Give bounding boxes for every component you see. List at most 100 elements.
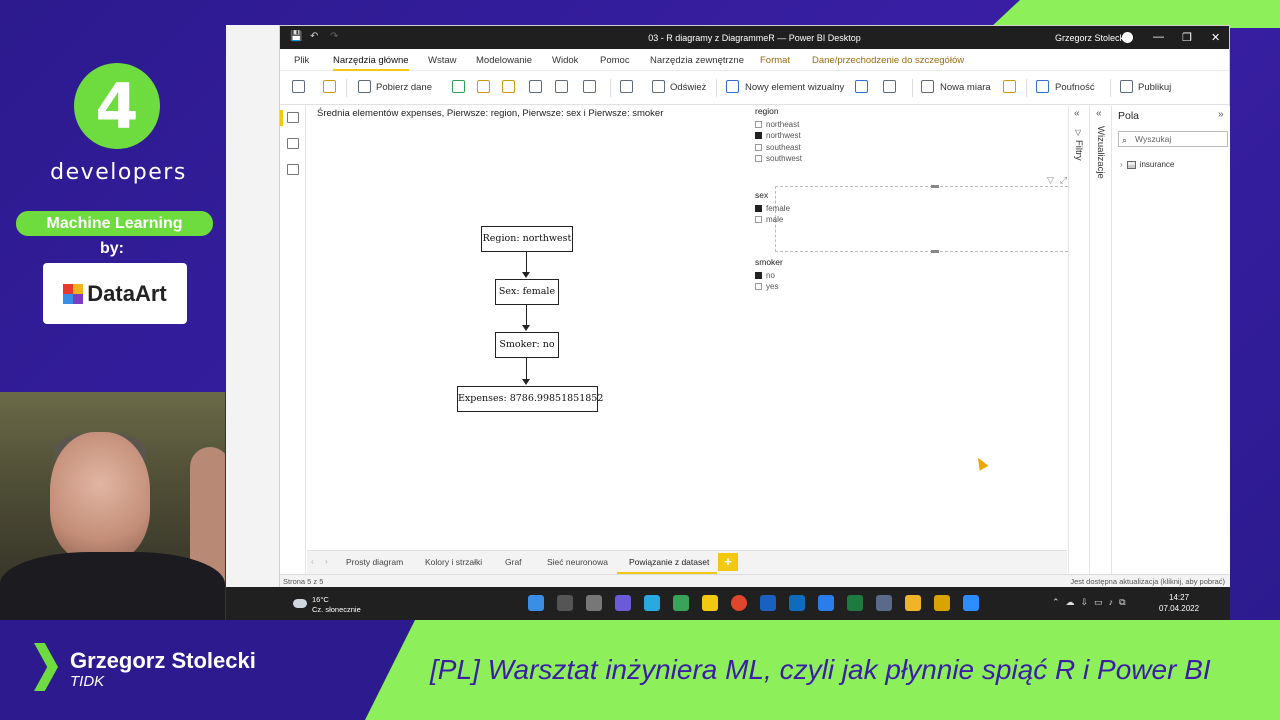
search-icon[interactable] [557, 595, 573, 611]
paste-icon[interactable] [292, 80, 305, 93]
tab-simple-diagram[interactable]: Prosty diagram [346, 557, 404, 567]
sensitivity-icon[interactable] [1036, 80, 1049, 93]
menu-file[interactable]: Plik [294, 55, 310, 66]
dataverse-icon[interactable] [555, 80, 568, 93]
quick-measure-icon[interactable] [1003, 80, 1016, 93]
slicer-option[interactable]: northeast [755, 119, 802, 130]
next-page-icon[interactable]: › [325, 557, 328, 566]
app-icon[interactable] [673, 595, 689, 611]
checkbox[interactable] [755, 143, 762, 151]
excel-icon[interactable] [452, 80, 465, 93]
user-name[interactable]: Grzegorz Stolecki [1055, 33, 1127, 43]
menu-home[interactable]: Narzędzia główne [333, 55, 409, 71]
enter-data-icon[interactable] [529, 80, 542, 93]
data-view-icon[interactable] [287, 138, 299, 149]
redo-icon[interactable]: ↷ [330, 31, 339, 42]
slicer-option[interactable]: yes [755, 281, 783, 292]
menu-modeling[interactable]: Modelowanie [476, 55, 532, 66]
new-measure-button[interactable]: Nowa miara [940, 82, 991, 93]
mail-icon[interactable] [789, 595, 805, 611]
zoom-icon[interactable] [963, 595, 979, 611]
search-input[interactable]: ⌕ Wyszukaj [1118, 131, 1228, 147]
report-canvas[interactable]: Średnia elementów expenses, Pierwsze: re… [307, 106, 1093, 554]
sql-icon[interactable] [502, 80, 515, 93]
slicer-option[interactable]: male [755, 214, 790, 225]
dataset-icon[interactable] [477, 80, 490, 93]
publish-button[interactable]: Publikuj [1138, 82, 1172, 93]
format-painter-icon[interactable] [323, 80, 336, 93]
settings-icon[interactable] [876, 595, 892, 611]
new-measure-icon[interactable] [921, 80, 934, 93]
todo-icon[interactable] [818, 595, 834, 611]
more-visuals-icon[interactable] [883, 80, 896, 93]
save-icon[interactable]: 💾 [290, 31, 303, 42]
chrome-icon[interactable] [731, 595, 747, 611]
slicer-option[interactable]: southeast [755, 142, 802, 153]
undo-icon[interactable]: ↶ [310, 31, 319, 42]
checkbox[interactable] [755, 132, 762, 140]
minimize-button[interactable]: — [1153, 31, 1164, 43]
slicer-option[interactable]: female [755, 203, 790, 214]
slicer-option[interactable]: no [755, 270, 783, 281]
chevron-right-icon[interactable]: › [1120, 160, 1123, 169]
text-box-icon[interactable] [855, 80, 868, 93]
menu-view[interactable]: Widok [552, 55, 579, 66]
menu-data-drill[interactable]: Dane/przechodzenie do szczegółów [812, 55, 965, 66]
prev-page-icon[interactable]: ‹ [311, 557, 314, 566]
collapse-icon[interactable]: « [1096, 108, 1102, 119]
resize-handle[interactable] [931, 250, 939, 253]
menu-format[interactable]: Format [760, 55, 791, 66]
clock[interactable]: 14:27 07.04.2022 [1159, 592, 1199, 614]
menu-external-tools[interactable]: Narzędzia zewnętrzne [650, 55, 744, 66]
weather-widget[interactable]: 16°C Cz. słonecznie [312, 595, 361, 615]
menu-insert[interactable]: Wstaw [428, 55, 457, 66]
tab-colors-arrows[interactable]: Kolory i strzałki [425, 557, 483, 567]
get-data-icon[interactable] [358, 80, 371, 93]
visualizations-label[interactable]: Wizualizacje [1095, 126, 1106, 179]
onenote-icon[interactable] [760, 595, 776, 611]
update-notice[interactable]: Jest dostępna aktualizacja (kliknij, aby… [1070, 577, 1225, 586]
teams-icon[interactable] [615, 595, 631, 611]
tab-neural-network[interactable]: Sieć neuronowa [547, 557, 608, 567]
checkbox[interactable] [755, 205, 762, 213]
system-tray-icons[interactable]: ⌃☁⇩▭♪⧉ [1052, 597, 1132, 607]
checkbox[interactable] [755, 121, 762, 129]
visual-header-icons[interactable]: ▽⤢⋯ [1047, 175, 1088, 186]
checkbox[interactable] [755, 283, 762, 291]
powerbi-icon[interactable] [702, 595, 718, 611]
model-view-icon[interactable] [287, 164, 299, 175]
maximize-button[interactable]: ❐ [1182, 32, 1192, 44]
slicer-option[interactable]: southwest [755, 153, 802, 164]
start-icon[interactable] [528, 595, 544, 611]
checkbox[interactable] [755, 155, 762, 163]
explorer-icon[interactable] [905, 595, 921, 611]
excel-icon[interactable] [847, 595, 863, 611]
tab-dataset-link[interactable]: Powiązanie z dataset [629, 557, 710, 567]
task-view-icon[interactable] [586, 595, 602, 611]
new-visual-button[interactable]: Nowy element wizualny [745, 82, 845, 93]
report-view-icon[interactable] [287, 112, 299, 123]
menu-help[interactable]: Pomoc [600, 55, 630, 66]
recent-sources-icon[interactable] [583, 80, 596, 93]
expand-icon[interactable]: » [1218, 109, 1224, 120]
powerbi-icon[interactable] [934, 595, 950, 611]
transform-data-icon[interactable] [620, 80, 633, 93]
get-data-button[interactable]: Pobierz dane [376, 82, 432, 93]
checkbox[interactable] [755, 272, 762, 280]
visualizations-pane[interactable]: « Wizualizacje [1089, 106, 1111, 574]
tab-graph[interactable]: Graf [505, 557, 522, 567]
refresh-icon[interactable] [652, 80, 665, 93]
close-button[interactable]: ✕ [1211, 32, 1221, 44]
slicer-option[interactable]: northwest [755, 130, 802, 141]
edge-icon[interactable] [644, 595, 660, 611]
checkbox[interactable] [755, 216, 762, 224]
filters-label[interactable]: Filtry [1073, 140, 1084, 161]
new-visual-icon[interactable] [726, 80, 739, 93]
resize-handle[interactable] [931, 185, 939, 188]
add-page-button[interactable]: + [718, 553, 738, 571]
refresh-button[interactable]: Odśwież [670, 82, 707, 93]
collapse-icon[interactable]: « [1074, 108, 1080, 119]
table-insurance[interactable]: › insurance [1120, 160, 1174, 169]
sensitivity-button[interactable]: Poufność [1055, 82, 1095, 93]
filters-pane[interactable]: « ▽ Filtry [1068, 106, 1088, 574]
